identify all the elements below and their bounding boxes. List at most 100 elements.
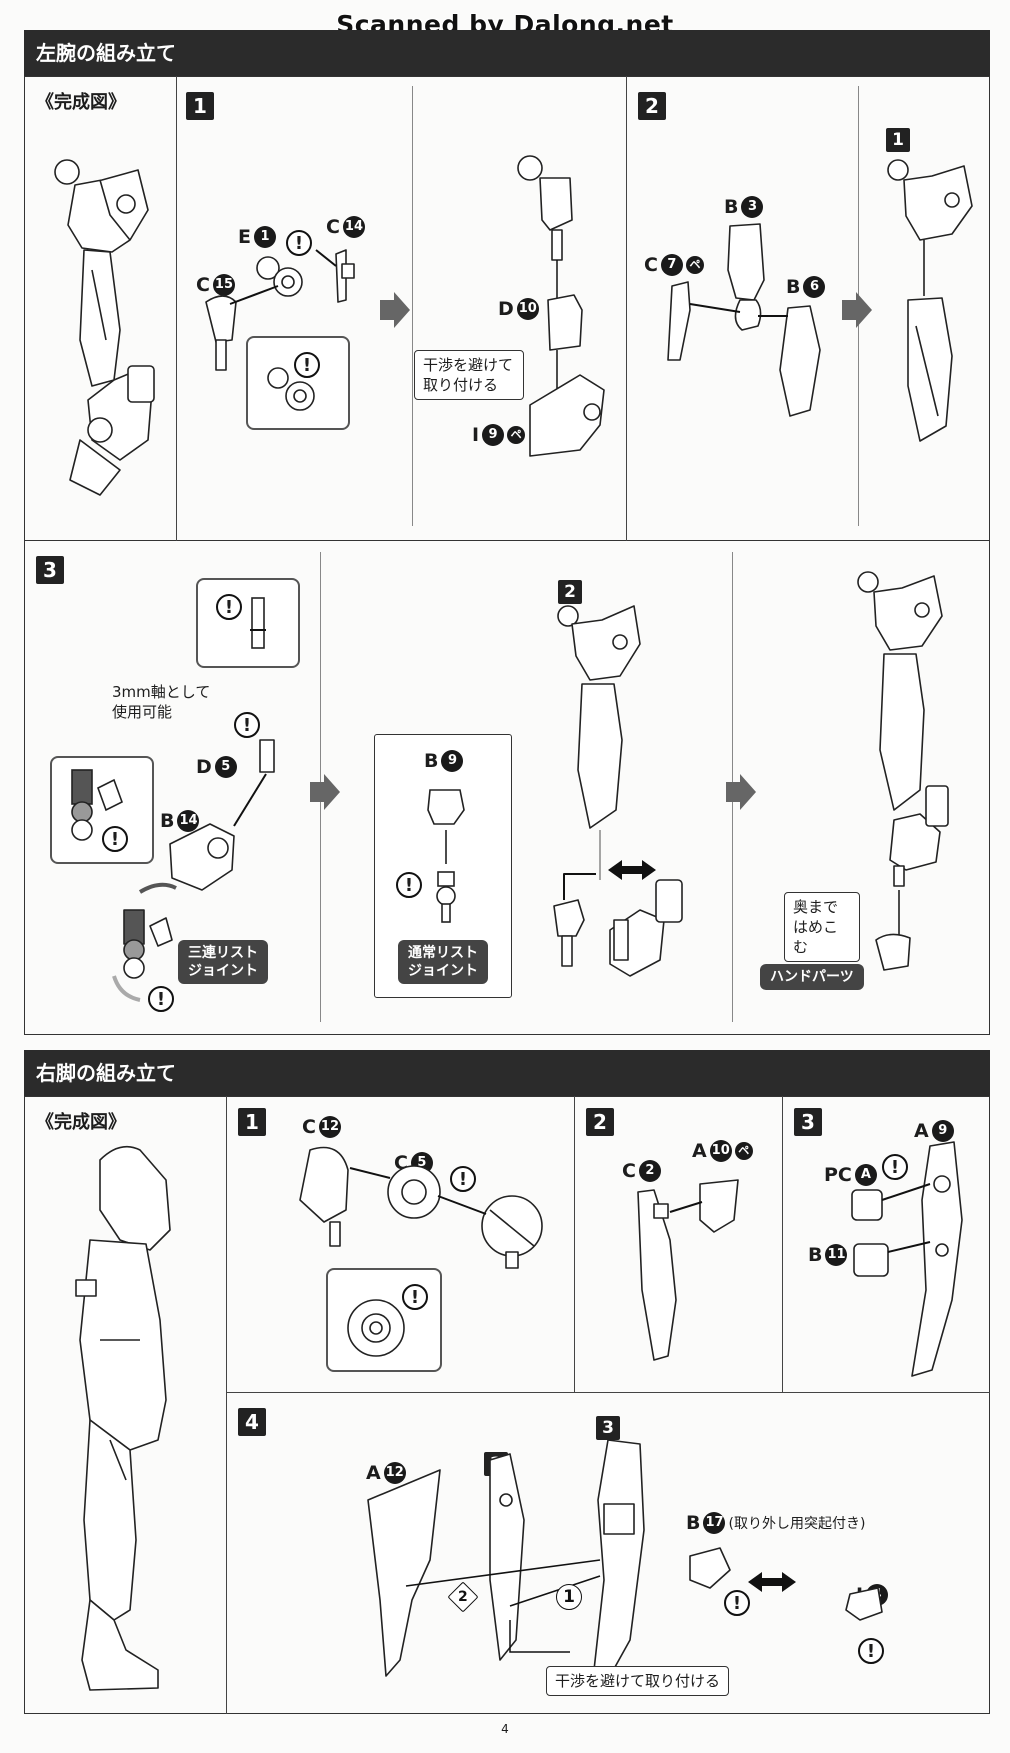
triple-joint-detail-inset [50,756,154,864]
step-3-badge: 3 [36,556,64,584]
part-letter: A [914,1120,929,1142]
left-arm-top-panel [24,76,990,541]
leg-step-4-badge: 4 [238,1408,266,1436]
step1-assembly-illustration [517,155,605,457]
part-letter: A [692,1140,707,1162]
part-letter: C [644,254,658,276]
part-letter: PC [824,1164,852,1186]
caution-icon: ! [234,712,260,738]
shaft-detail-illustration [250,597,266,649]
part-label-a9: A 9 [914,1120,954,1142]
divider [412,86,413,526]
caution-icon: ! [882,1154,908,1180]
divider [226,1096,227,1714]
part-label-c2: C 2 [622,1160,661,1182]
caution-icon: ! [148,986,174,1012]
callout-avoid-interference: 干渉を避けて 取り付ける [414,350,524,400]
part-number-badge: 14 [342,216,365,238]
leg-step-2-badge: 2 [586,1108,614,1136]
callout-3mm-shaft: 3mm軸として 使用可能 [112,683,211,721]
detail-inset [246,336,350,430]
caution-icon: ! [396,872,422,898]
part-number-badge: 12 [383,1462,406,1484]
caution-icon: ! [286,230,312,256]
step-2-reference-badge: 2 [558,580,582,604]
step-1-reference-badge: 1 [886,128,910,152]
ring-detail-inset [326,1268,442,1372]
part-letter: E [238,226,251,248]
part-letter: B [724,196,739,218]
leg-step4-assembly-illustration [367,1439,883,1677]
divider [574,1096,575,1392]
part-letter: D [498,298,514,320]
caution-icon: ! [858,1638,884,1664]
part-label-b6: B 6 [786,276,826,298]
step1-parts-illustration [205,249,355,371]
divider [226,1392,990,1393]
part-label-a10: A 10 ペ [692,1140,753,1162]
step2-assembly-illustration [887,159,973,442]
part-label-b9: B 9 [424,750,464,772]
push-fully-callout: 奥まで はめこむ [784,892,860,962]
next-step-arrow-icon [726,774,756,810]
part-letter: B [424,750,439,772]
part-letter: C [196,274,210,296]
part-label-c7: C 7 ペ [644,254,704,276]
part-label-c12: C 12 [302,1116,341,1138]
leg-step1-parts-illustration [299,1146,543,1269]
part-number-badge: 7 [660,254,683,276]
caution-icon: ! [450,1166,476,1192]
left-arm-step3-panel [24,541,990,1035]
next-step-arrow-icon [310,774,340,810]
right-leg-panel [24,1096,990,1714]
triple-joint-detail-illustration [71,769,123,841]
right-leg-section-title: 右脚の組み立て [24,1050,990,1096]
part-letter: B [160,810,175,832]
caution-icon: ! [402,1284,428,1310]
step-1-badge: 1 [186,92,214,120]
completed-label: 《完成図》 [36,92,126,113]
caution-icon: ! [216,594,242,620]
completed-left-arm-illustration [54,159,155,496]
part-letter: C [622,1160,636,1182]
part-number-badge: 17 [703,1512,726,1534]
part-label-c15: C 15 [196,274,235,296]
part-letter: B [808,1244,823,1266]
normal-wrist-joint-label: 通常リスト ジョイント [398,940,488,984]
part-label-d5: D 5 [196,756,237,778]
normal-joint-illustration [427,789,465,923]
part-number-badge: 1 [253,226,276,248]
part-number-badge: 9 [931,1120,954,1142]
caution-icon: ! [724,1590,750,1616]
step3-joint-illustration [112,739,275,1002]
order-marker-2-label: 2 [458,1589,468,1605]
part-number-badge: 12 [318,1116,341,1138]
callout-avoid-interference-leg: 干渉を避けて取り付ける [546,1666,730,1696]
removal-tab-note: (取り外し用突起付き) [728,1516,866,1532]
divider [782,1096,783,1392]
part-label-b3: B 3 [724,196,764,218]
leg-step2-parts-illustration [637,1179,739,1361]
part-letter: B [686,1512,701,1534]
pen-mark-icon: ペ [507,426,526,444]
part-letter: I [472,424,480,446]
part-label-b14: B 14 [160,810,200,832]
part-number-badge: 6 [803,276,826,298]
ring-detail-illustration [267,367,315,411]
step-2-badge: 2 [638,92,666,120]
step3-swap-illustration [553,605,683,977]
step3-final-assembly-illustration [857,571,949,971]
order-marker-1: 1 [556,1584,582,1610]
leg-step3-parts-illustration [851,1141,963,1377]
part-label-b17: B 17 (取り外し用突起付き) [686,1512,865,1534]
part-letter: A [366,1462,381,1484]
shaft-detail-inset [196,578,300,668]
part-label-c14: C 14 [326,216,365,238]
leg-step-1-badge: 1 [238,1108,266,1136]
part-number-badge: 10 [516,298,539,320]
part-number-badge: 11 [825,1244,848,1266]
part-label-e1: E 1 [238,226,276,248]
pen-mark-icon: ペ [685,256,704,274]
triple-wrist-joint-label: 三連リスト ジョイント [178,940,268,984]
completed-label: 《完成図》 [36,1112,126,1133]
